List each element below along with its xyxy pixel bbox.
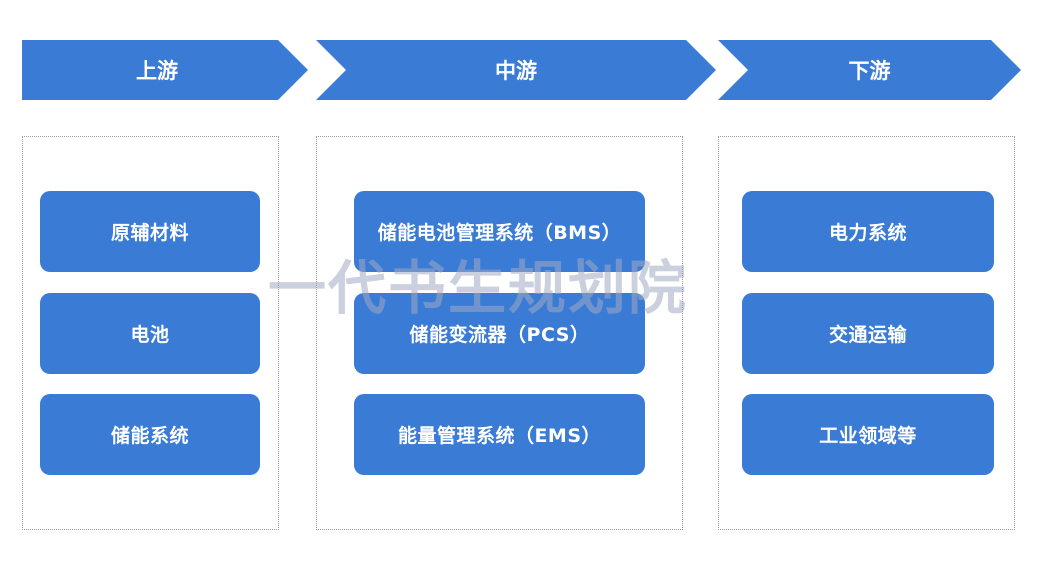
upstream-panel (22, 136, 279, 530)
midstream-item: 储能电池管理系统（BMS） (354, 191, 645, 272)
downstream-panel (718, 136, 1015, 530)
midstream-panel (316, 136, 683, 530)
stage-midstream-header: 中游 (316, 40, 716, 100)
midstream-item: 能量管理系统（EMS） (354, 394, 645, 475)
downstream-item: 电力系统 (742, 191, 994, 272)
upstream-item: 原辅材料 (40, 191, 260, 272)
stage-upstream-label: 上游 (136, 59, 178, 83)
stage-midstream-label: 中游 (495, 59, 537, 83)
downstream-item: 交通运输 (742, 293, 994, 374)
midstream-item: 储能变流器（PCS） (354, 293, 645, 374)
downstream-item: 工业领域等 (742, 394, 994, 475)
stage-downstream-label: 下游 (848, 59, 891, 83)
upstream-item: 储能系统 (40, 394, 260, 475)
stage-downstream-header: 下游 (718, 40, 1021, 100)
upstream-item: 电池 (40, 293, 260, 374)
stage-upstream-header: 上游 (22, 40, 308, 100)
